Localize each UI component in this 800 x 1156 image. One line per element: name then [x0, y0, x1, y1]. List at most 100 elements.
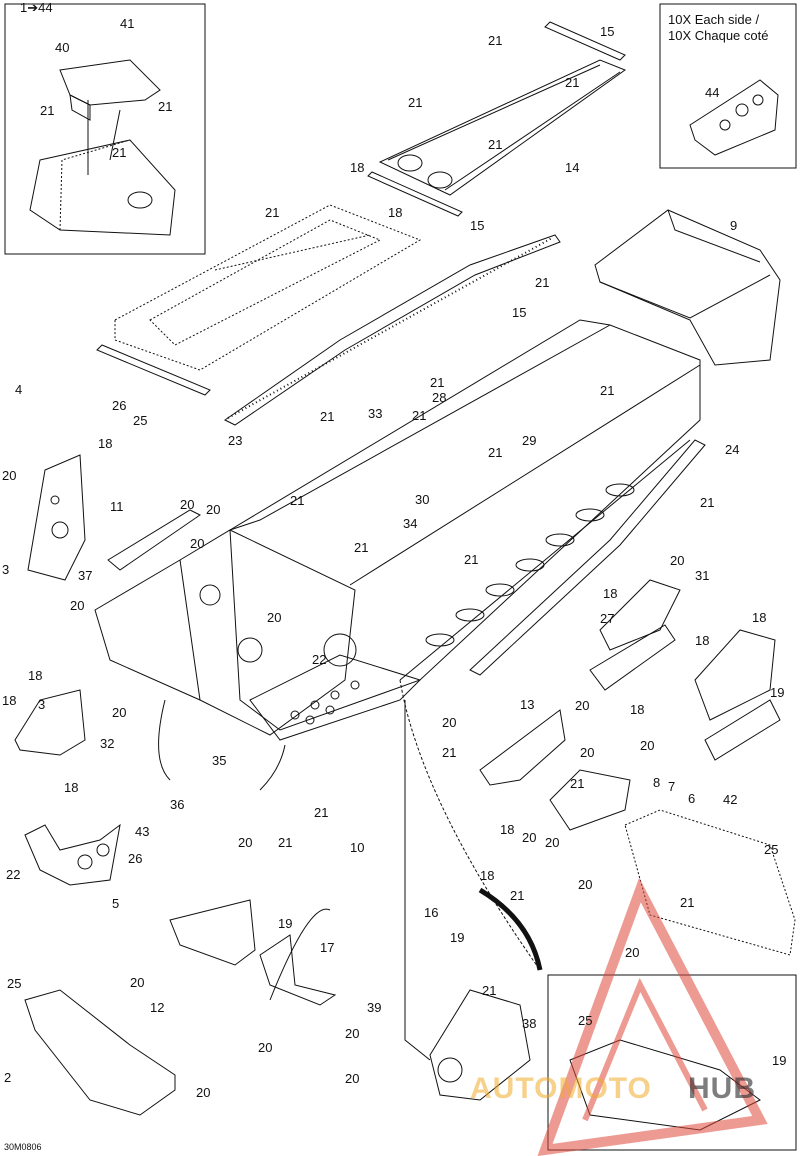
callout-label: 21: [40, 103, 54, 118]
callout-label: 21: [600, 383, 614, 398]
callout-label: 18: [388, 205, 402, 220]
callout-label: 21: [412, 408, 426, 423]
part-14-panel: [367, 21, 627, 217]
callout-label: 20: [442, 715, 456, 730]
callout-label: 21: [535, 275, 549, 290]
callout-label: 18: [752, 610, 766, 625]
front-floor-holes: [290, 680, 360, 725]
callout-label: 21: [488, 137, 502, 152]
callout-label: 28: [432, 390, 446, 405]
callout-label: 16: [424, 905, 438, 920]
callout-label: 19: [450, 930, 464, 945]
callout-label: 18: [630, 702, 644, 717]
callout-label: 20: [238, 835, 252, 850]
part-36-bracket: [704, 699, 781, 761]
callout-label: 32: [100, 736, 114, 751]
callout-label: 17: [320, 940, 334, 955]
callout-label: 10: [350, 840, 364, 855]
part-16-bracket: [169, 899, 256, 966]
callout-label: 20: [345, 1071, 359, 1086]
callout-label: 25: [578, 1013, 592, 1028]
callout-label: 21: [488, 33, 502, 48]
main-tunnel: [229, 319, 701, 731]
part-8-bracket: [549, 769, 631, 831]
callout-label: 21: [320, 409, 334, 424]
callout-label: 42: [723, 792, 737, 807]
part-35-bracket: [589, 624, 676, 691]
part-15-strip-bottom: [96, 344, 211, 396]
callout-label: 25: [764, 842, 778, 857]
callout-label: 20: [70, 598, 84, 613]
callout-label: 31: [695, 568, 709, 583]
part-7-bracket: [479, 709, 566, 786]
callout-label: 20: [206, 502, 220, 517]
callout-label: 18: [603, 586, 617, 601]
callout-label: 18: [350, 160, 364, 175]
callout-label: 41: [120, 16, 134, 31]
callout-label: 37: [78, 568, 92, 583]
callout-label: 14: [565, 160, 579, 175]
callout-label: 21: [265, 205, 279, 220]
part-37-bracket: [107, 509, 201, 571]
callout-label: 20: [180, 497, 194, 512]
callout-label: 20: [112, 705, 126, 720]
callout-label: 21: [570, 776, 584, 791]
part-23-rail: [224, 234, 561, 426]
callout-label: 29: [522, 433, 536, 448]
part-40-bracket: [29, 59, 176, 236]
part-43-panel: [624, 809, 796, 956]
callout-label: 15: [512, 305, 526, 320]
callout-label: 20: [190, 536, 204, 551]
callout-label: 18: [98, 436, 112, 451]
callout-label: 18: [64, 780, 78, 795]
callout-label: 26: [112, 398, 126, 413]
callout-label: 11: [110, 499, 124, 514]
callout-label: 21: [565, 75, 579, 90]
callout-label: 20: [2, 468, 16, 483]
callout-label: 21: [158, 99, 172, 114]
part-5-hose: [478, 887, 543, 971]
callout-label: 20: [130, 975, 144, 990]
callout-label: 20: [258, 1040, 272, 1055]
callout-label: 15: [470, 218, 484, 233]
callout-label: 20: [670, 553, 684, 568]
callout-label: 20: [640, 738, 654, 753]
callout-label: 18: [500, 822, 514, 837]
callout-label: 18: [28, 668, 42, 683]
tunnel-top-panel: [114, 204, 422, 371]
callout-label: 18: [2, 693, 16, 708]
callout-label: 20: [522, 830, 536, 845]
watermark-text-right: HUB: [688, 1072, 756, 1105]
inset-note-line1: 10X Each side /: [668, 12, 760, 27]
callout-label: 21: [510, 888, 524, 903]
callout-label: 13: [520, 697, 534, 712]
callout-label: 21: [680, 895, 694, 910]
inset-note-line2: 10X Chaque coté: [668, 28, 769, 43]
callout-label: 44: [705, 85, 719, 100]
callout-label: 19: [772, 1053, 786, 1068]
callout-label: 5: [112, 896, 119, 911]
callout-label: 39: [367, 1000, 381, 1015]
callout-label: 18: [480, 868, 494, 883]
part-3-bracket: [14, 689, 86, 756]
callout-label: 18: [695, 633, 709, 648]
callout-label: 19: [770, 685, 784, 700]
callout-label: 21: [278, 835, 292, 850]
part-32-bracket: [694, 629, 776, 721]
callout-label: 34: [403, 516, 417, 531]
part-10-bracket: [24, 823, 121, 886]
tunnel-vent-slots: [425, 483, 635, 647]
callout-label: 21: [442, 745, 456, 760]
callout-label: 20: [345, 1026, 359, 1041]
part-11-plate: [27, 454, 86, 581]
callout-label: 36: [170, 797, 184, 812]
callout-label: 30: [415, 492, 429, 507]
callout-label: 12: [150, 1000, 164, 1015]
callout-label: 21: [408, 95, 422, 110]
callout-label: 21: [488, 445, 502, 460]
callout-label: 21: [290, 493, 304, 508]
callout-label: 22: [312, 652, 326, 667]
callout-label: 6: [688, 791, 695, 806]
part-12-bracket: [429, 989, 531, 1101]
